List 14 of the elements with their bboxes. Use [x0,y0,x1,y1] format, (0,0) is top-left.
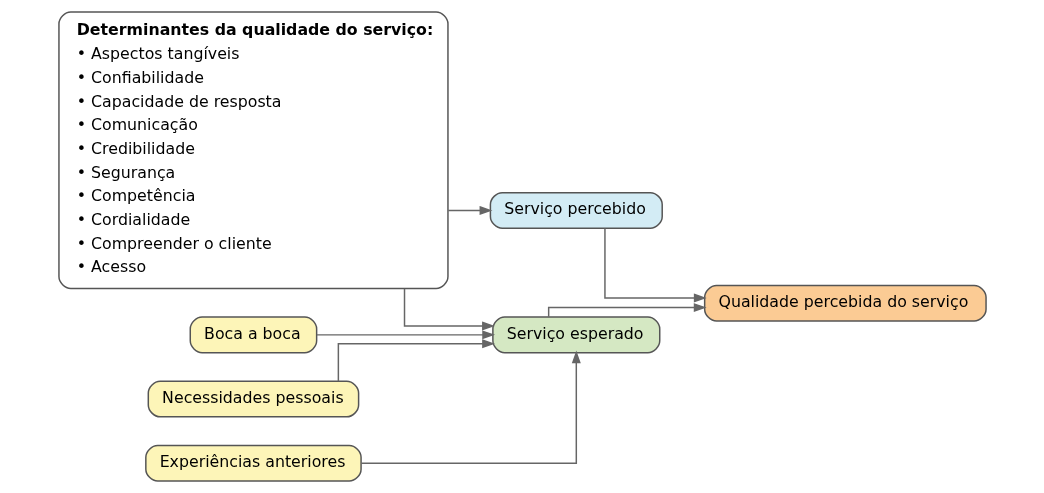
arrow [547,303,707,318]
node-box: Serviço percebido [489,191,663,229]
node-box: Determinantes da qualidade do serviço: • Aspectos tangíveis • Confiabilidade • Capacidade de resposta • Comunicação • Credibilidade • Segurança • Competência • Cordialidade • Compreender o cliente • Acesso [57,11,449,290]
arrow [337,339,495,382]
node-box: Boca a boca [189,316,317,354]
node-box: Necessidades pessoais [147,380,359,418]
arrow [603,227,707,303]
node-box: Experiências anteriores [144,444,362,482]
arrow [447,205,492,215]
node-box: Qualidade percebida do serviço [703,284,987,322]
arrow [403,287,495,331]
arrow [360,350,581,464]
node-box: Serviço esperado [491,316,660,354]
arrow [315,330,495,340]
